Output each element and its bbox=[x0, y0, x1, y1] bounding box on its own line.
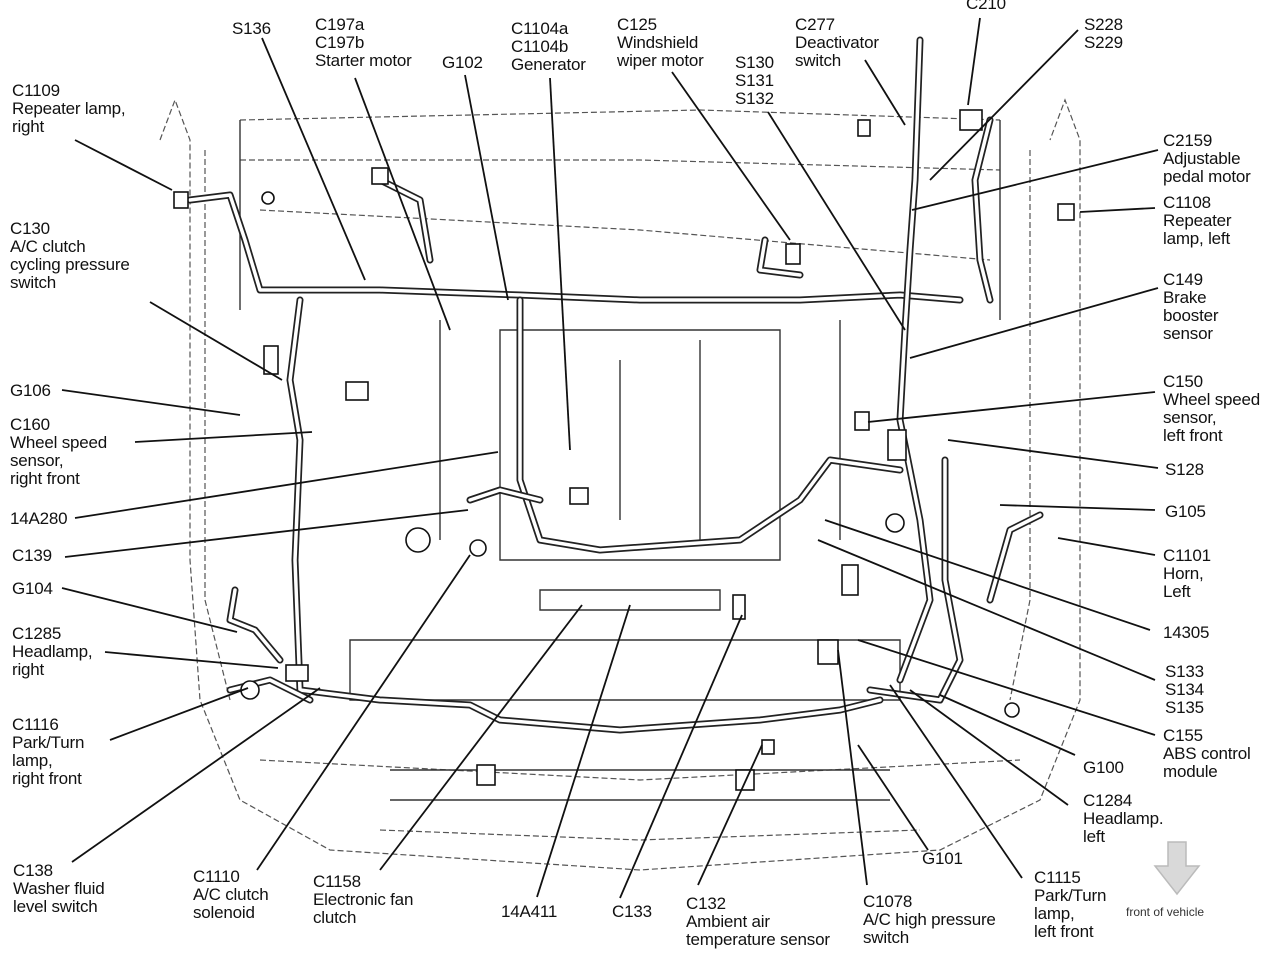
leader-g102 bbox=[464, 74, 509, 301]
leader-c138 bbox=[71, 687, 321, 863]
leader-c150 bbox=[867, 391, 1156, 423]
leader-c125 bbox=[671, 71, 791, 241]
leader-c1158 bbox=[379, 604, 583, 871]
leader-c1109 bbox=[74, 139, 173, 191]
leader-n14a411 bbox=[536, 604, 631, 898]
label-g105: G105 bbox=[1165, 502, 1206, 521]
leader-c1078 bbox=[837, 649, 868, 886]
leader-c1115 bbox=[889, 684, 1023, 879]
label-c133: C133 bbox=[612, 902, 652, 921]
leader-g101 bbox=[857, 744, 929, 851]
label-g101: G101 bbox=[922, 849, 963, 868]
label-n14a411: 14A411 bbox=[501, 902, 558, 921]
wiring-harness bbox=[173, 36, 1075, 755]
leader-c132 bbox=[697, 744, 763, 886]
label-s136: S136 bbox=[232, 19, 271, 38]
leader-s133 bbox=[817, 539, 1156, 681]
leader-s128 bbox=[947, 439, 1159, 469]
leader-s228 bbox=[929, 29, 1079, 181]
leader-c139 bbox=[64, 509, 469, 558]
front-of-vehicle-note: front of vehicle bbox=[1126, 905, 1205, 919]
label-c139: C139 bbox=[12, 546, 52, 565]
leader-c1108 bbox=[1079, 207, 1156, 213]
label-g104: G104 bbox=[12, 579, 53, 598]
leader-c1284 bbox=[909, 689, 1069, 806]
label-n14a280: 14A280 bbox=[10, 509, 68, 528]
leader-c155 bbox=[857, 639, 1156, 736]
leader-c1116 bbox=[109, 687, 249, 741]
leader-n14305 bbox=[824, 519, 1151, 631]
leader-c133 bbox=[619, 614, 743, 899]
leader-c1104 bbox=[549, 77, 571, 451]
label-g106: G106 bbox=[10, 381, 51, 400]
leader-lines bbox=[61, 17, 1159, 899]
leader-c2159 bbox=[911, 149, 1159, 211]
leader-c1101 bbox=[1057, 537, 1156, 556]
leader-c160 bbox=[134, 431, 313, 443]
label-g100: G100 bbox=[1083, 758, 1124, 777]
leader-g104 bbox=[61, 587, 238, 633]
label-c210: C210 bbox=[966, 0, 1006, 13]
leader-c1110 bbox=[256, 554, 471, 871]
leader-c277 bbox=[864, 59, 906, 126]
leader-c149 bbox=[909, 287, 1159, 359]
leader-s136 bbox=[261, 37, 366, 281]
leader-g105 bbox=[999, 504, 1156, 511]
vehicle-body-outline bbox=[159, 98, 1081, 871]
label-g102: G102 bbox=[442, 53, 483, 72]
label-n14305: 14305 bbox=[1163, 623, 1210, 642]
leader-c1285 bbox=[104, 651, 279, 669]
leader-c210 bbox=[967, 17, 981, 106]
leader-c197 bbox=[354, 77, 451, 331]
leader-n14a280 bbox=[74, 451, 499, 519]
leader-g100 bbox=[939, 694, 1076, 756]
label-s128: S128 bbox=[1165, 460, 1204, 479]
leader-g106 bbox=[61, 389, 241, 416]
down-arrow-icon bbox=[1153, 841, 1201, 896]
leader-s130 bbox=[767, 111, 906, 331]
leader-c130 bbox=[149, 301, 283, 381]
